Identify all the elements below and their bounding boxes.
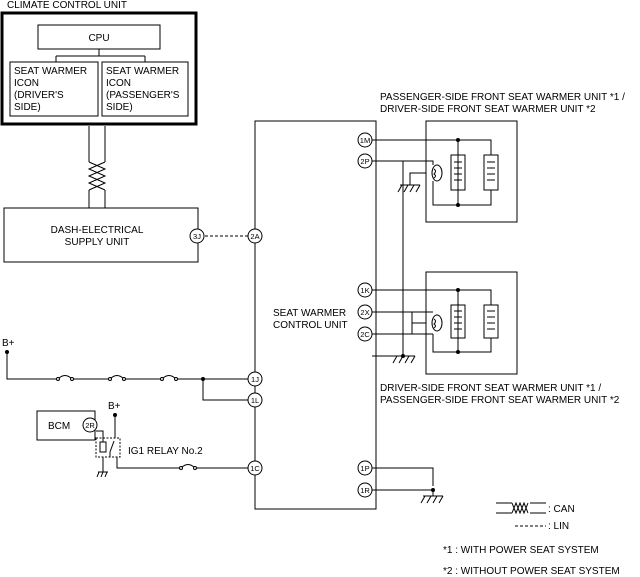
svg-text:2R: 2R [85, 421, 95, 430]
svg-text:3J: 3J [193, 232, 201, 241]
cpu-icon-link [55, 49, 146, 62]
connector-1L: 1L [247, 392, 263, 408]
connector-2C: 2C [357, 326, 373, 342]
connector-1P: 1P [357, 460, 373, 476]
passenger-icon-line1: SEAT WARMER [106, 66, 179, 77]
ig1-relay-label: IG1 RELAY No.2 [128, 446, 203, 457]
legend-lin-label: : LIN [548, 521, 569, 532]
connector-2P: 2P [357, 153, 373, 169]
b-plus-relay-label: B+ [108, 401, 121, 412]
svg-text:2X: 2X [360, 308, 369, 317]
svg-text:1K: 1K [360, 286, 369, 295]
svg-text:2P: 2P [360, 157, 369, 166]
sensor-ground-line [372, 161, 416, 364]
svg-text:1C: 1C [250, 464, 260, 473]
driver-icon-line3: (DRIVER'S [14, 90, 64, 101]
connector-2R: 2R [82, 417, 98, 433]
dash-supply-label-line1: DASH-ELECTRICAL [51, 225, 144, 236]
b-plus-feed-line [6, 352, 248, 380]
driver-icon-box [9, 61, 99, 117]
fuse-symbols [56, 375, 178, 381]
upper-seat-warmer-title-line1: PASSENGER-SIDE FRONT SEAT WARMER UNIT *1… [380, 92, 625, 103]
svg-text:2A: 2A [250, 232, 259, 241]
ig1-relay-symbol [96, 430, 248, 478]
connector-1R: 1R [357, 482, 373, 498]
svg-text:1P: 1P [360, 464, 369, 473]
bcm-label: BCM [48, 421, 70, 432]
driver-icon-line4: SIDE) [14, 102, 41, 113]
driver-icon-line2: ICON [14, 78, 39, 89]
driver-icon-line1: SEAT WARMER [14, 66, 87, 77]
connector-3J: 3J [189, 228, 205, 244]
connector-1K: 1K [357, 282, 373, 298]
legend-note-1: *1 : WITH POWER SEAT SYSTEM [443, 545, 599, 556]
lower-seat-warmer-title-line2: PASSENGER-SIDE FRONT SEAT WARMER UNIT *2 [380, 395, 620, 406]
cpu-label: CPU [88, 33, 109, 44]
b-plus-branch-line [202, 379, 248, 401]
upper-heater-circuit [372, 138, 499, 207]
svg-text:1L: 1L [251, 396, 259, 405]
svg-text:1R: 1R [360, 486, 370, 495]
svg-text:1J: 1J [251, 375, 259, 384]
cpu-box [37, 24, 161, 50]
seat-warmer-control-unit-box [254, 120, 377, 510]
passenger-icon-line3: (PASSENGER'S [106, 90, 180, 101]
lower-seat-warmer-title-line1: DRIVER-SIDE FRONT SEAT WARMER UNIT *1 / [380, 383, 601, 394]
upper-seat-warmer-title-line2: DRIVER-SIDE FRONT SEAT WARMER UNIT *2 [380, 104, 596, 115]
passenger-icon-box [101, 61, 189, 117]
passenger-icon-line2: ICON [106, 78, 131, 89]
control-unit-ground [372, 467, 444, 504]
legend-can-symbol [496, 501, 546, 515]
connector-1M: 1M [357, 132, 373, 148]
seat-warmer-control-label-line2: CONTROL UNIT [273, 320, 348, 331]
seat-warmer-control-label-line1: SEAT WARMER [273, 308, 346, 319]
climate-control-unit-label: CLIMATE CONTROL UNIT [7, 0, 127, 11]
connector-1C: 1C [247, 460, 263, 476]
svg-text:2C: 2C [360, 330, 370, 339]
svg-text:1M: 1M [360, 136, 370, 145]
can-bus-twisted-pair [87, 126, 107, 208]
b-plus-left-label: B+ [2, 338, 15, 349]
dash-supply-label-line2: SUPPLY UNIT [65, 237, 130, 248]
connector-1J: 1J [247, 371, 263, 387]
connector-2X: 2X [357, 304, 373, 320]
legend-can-label: : CAN [548, 504, 575, 515]
dash-electrical-supply-unit-box [3, 207, 199, 263]
connector-2A: 2A [247, 228, 263, 244]
legend-note-2: *2 : WITHOUT POWER SEAT SYSTEM [443, 566, 620, 577]
passenger-icon-line4: SIDE) [106, 102, 133, 113]
